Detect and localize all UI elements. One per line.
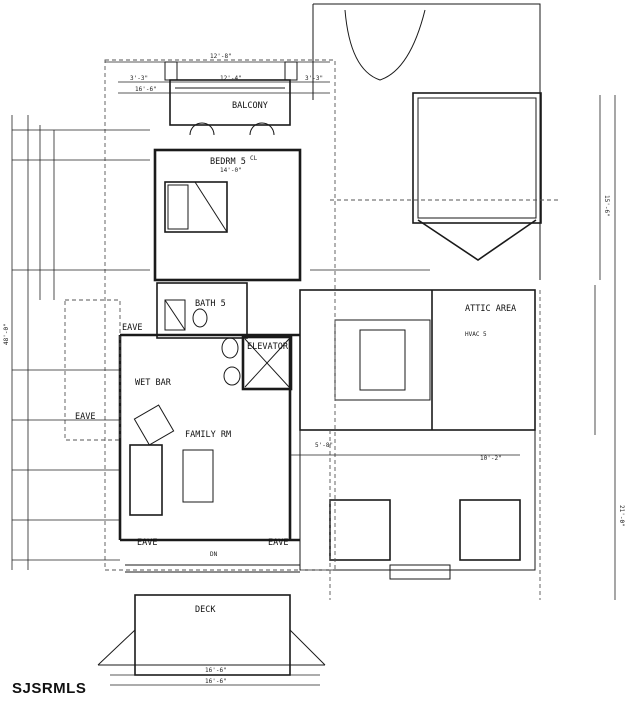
bath-label: BATH 5 (195, 299, 226, 309)
dim-top-a: 3'-3" (130, 75, 148, 82)
eave-label-mid-left: EAVE (75, 412, 95, 422)
dim-mid-a: 5'-8" (315, 442, 333, 449)
dim-bed-width: 14'-0" (220, 167, 242, 174)
hvac-label: HVAC 5 (465, 331, 487, 338)
attic-label: ATTIC AREA (465, 304, 516, 314)
deck-label: DECK (195, 605, 216, 615)
deck (97, 564, 326, 676)
closet-label: CL (250, 155, 258, 162)
dim-right-b: 21'-0" (618, 505, 625, 527)
hidden-lines (64, 59, 560, 600)
dim-top-b: 12'-4" (220, 75, 242, 82)
family-room-label: FAMILY RM (185, 430, 231, 440)
eave-label-bottom-left: EAVE (137, 538, 157, 548)
dim-mid-b: 10'-2" (480, 455, 502, 462)
bath-fixtures (164, 299, 241, 386)
dim-top-c: 3'-3" (305, 75, 323, 82)
dim-right-a: 15'-6" (603, 195, 610, 217)
balcony-structure (164, 61, 298, 136)
dimension-labels: 12'-8" 3'-3" 12'-4" 3'-3" 16'-6" 14'-0" … (3, 53, 625, 685)
eave-label-bottom-right: EAVE (268, 538, 288, 548)
roof-outline (312, 3, 542, 280)
family-room-furniture (129, 404, 214, 516)
dim-deck-width: 16'-6" (205, 667, 227, 674)
house-walls (118, 148, 536, 580)
elevator-label: ELEVATOR (247, 342, 289, 352)
wet-bar-label: WET BAR (135, 378, 172, 388)
stairs-down-label: DN (210, 551, 218, 558)
dim-top-d: 16'-6" (135, 86, 157, 93)
bedroom-label: BEDRM 5 (210, 157, 246, 167)
dim-left-total: 48'-0" (3, 323, 10, 345)
room-labels: BALCONY BEDRM 5 BATH 5 ELEVATOR FAMILY R… (75, 101, 516, 615)
dimension-lines (11, 61, 616, 686)
watermark: SJSRMLS (12, 680, 87, 697)
bed (164, 181, 228, 233)
eave-label-top-left: EAVE (122, 323, 142, 333)
balcony-label: BALCONY (232, 101, 268, 111)
dim-top-total: 12'-8" (210, 53, 232, 60)
dim-deck-total: 16'-6" (205, 678, 227, 685)
